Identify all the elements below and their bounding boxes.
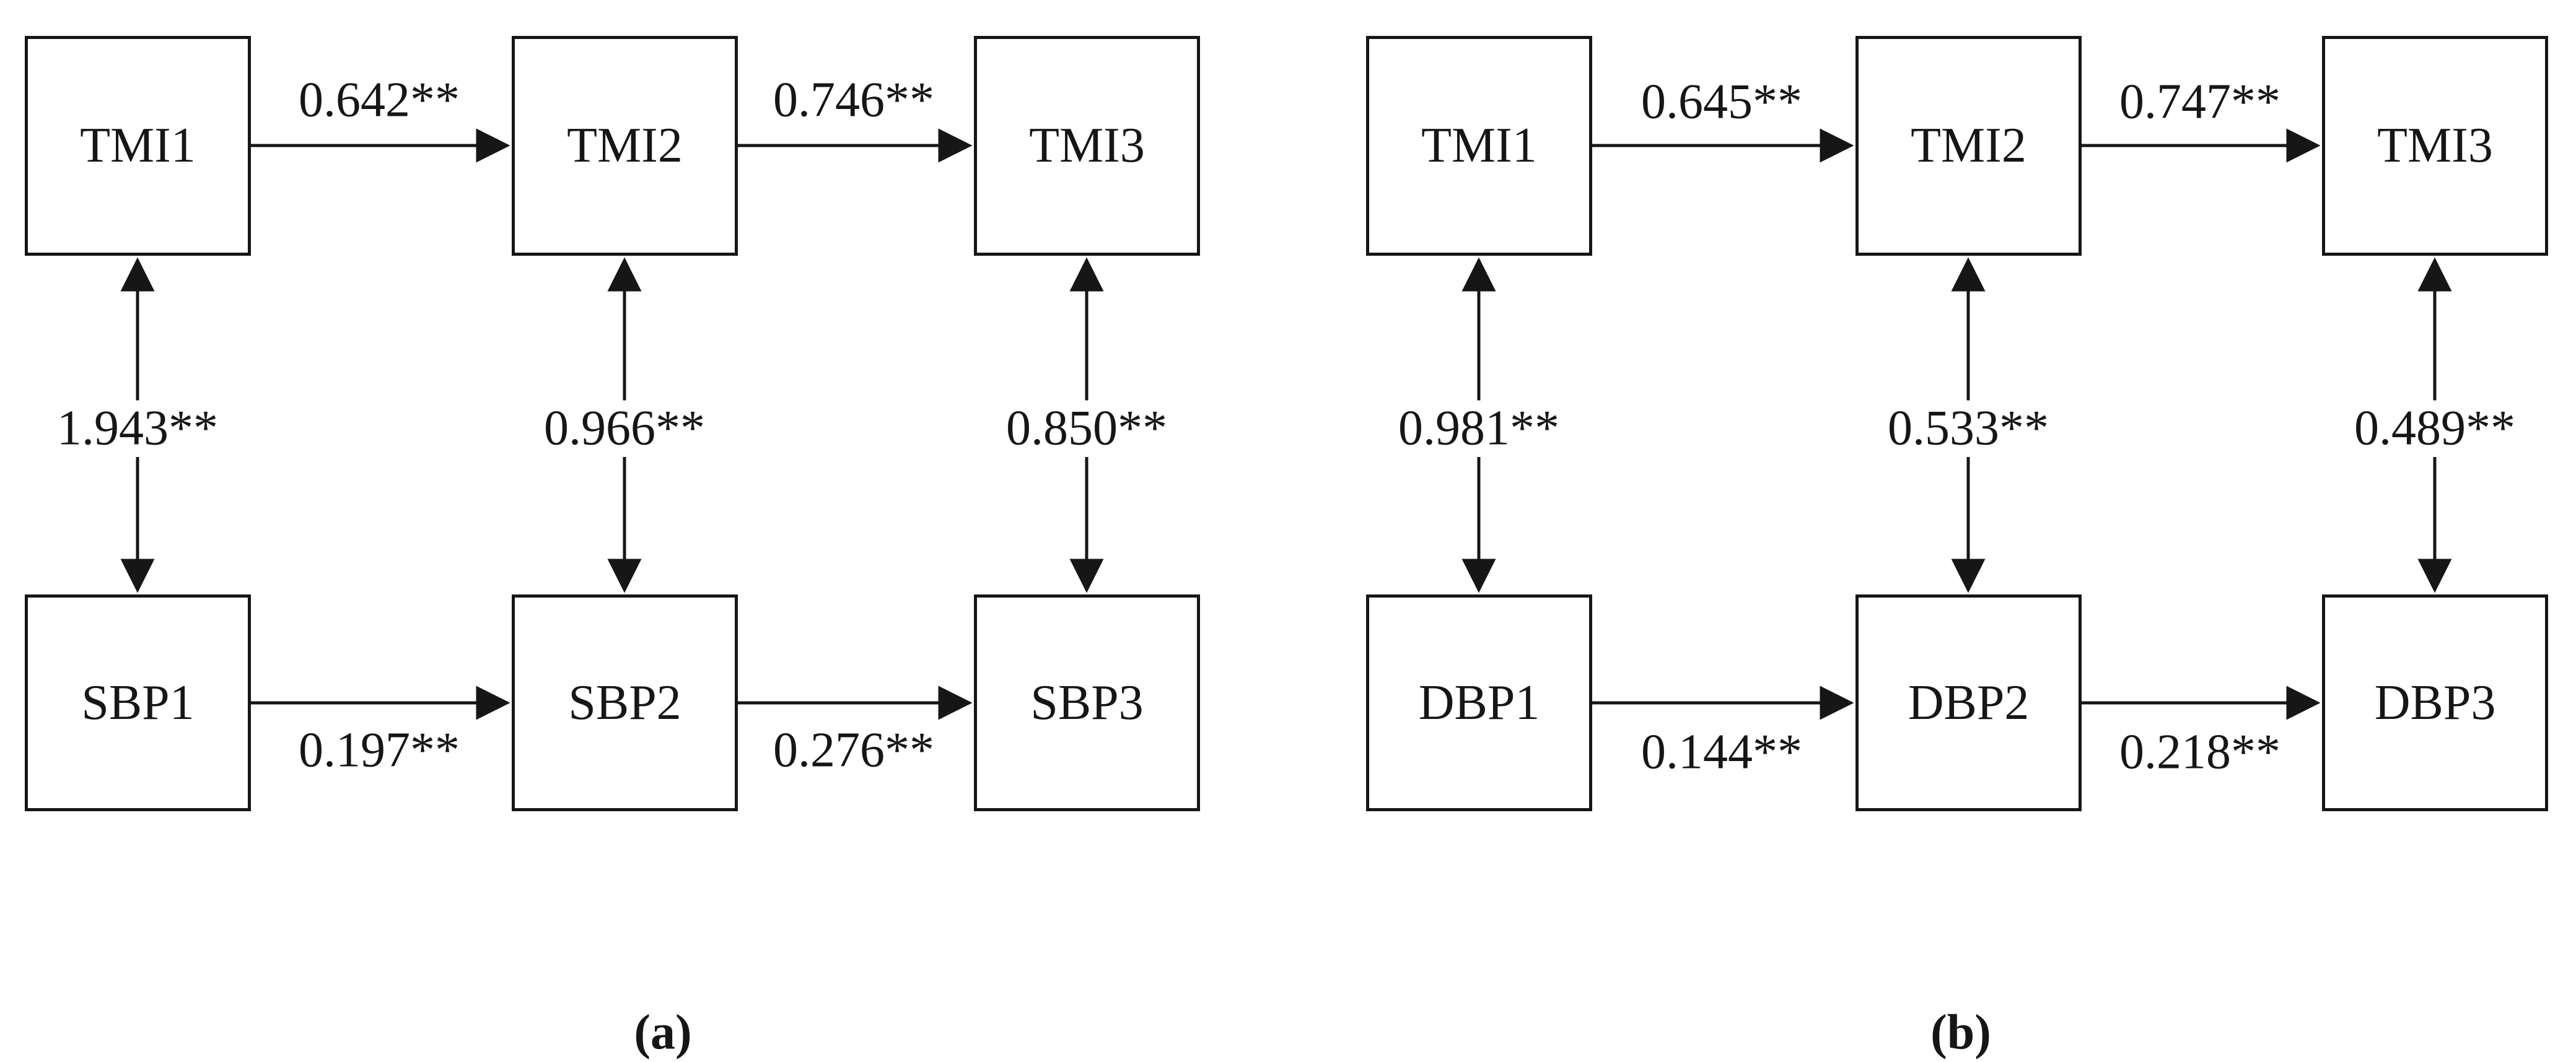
coef-a-cross2: 0.966**: [538, 400, 711, 457]
coef-a-sbp1-sbp2: 0.197**: [299, 723, 460, 778]
coef-b-cross2: 0.533**: [1882, 400, 2055, 457]
node-box-a-tmi2: TMI2: [512, 36, 738, 256]
coef-a-tmi1-tmi2: 0.642**: [299, 72, 460, 128]
coef-b-tmi2-tmi3: 0.747**: [2119, 74, 2280, 129]
coef-b-dbp1-dbp2: 0.144**: [1641, 725, 1802, 780]
coef-a-sbp2-sbp3: 0.276**: [773, 723, 934, 778]
panel-a-caption: (a): [634, 1005, 692, 1060]
node-box-a-sbp2: SBP2: [512, 594, 738, 811]
coef-a-tmi2-tmi3: 0.746**: [773, 72, 934, 128]
coef-b-tmi1-tmi2: 0.645**: [1641, 74, 1802, 129]
coef-a-cross1: 1.943**: [51, 400, 224, 457]
node-box-a-tmi3: TMI3: [974, 36, 1200, 256]
node-box-b-tmi2: TMI2: [1855, 36, 2082, 256]
node-box-b-tmi1: TMI1: [1366, 36, 1592, 256]
coef-b-cross3: 0.489**: [2348, 400, 2521, 457]
node-box-b-dbp1: DBP1: [1366, 594, 1592, 811]
node-box-a-sbp1: SBP1: [25, 594, 251, 811]
coef-b-cross1: 0.981**: [1392, 400, 1566, 457]
coef-a-cross3: 0.850**: [1000, 400, 1173, 457]
node-box-b-dbp3: DBP3: [2322, 594, 2548, 811]
node-box-a-tmi1: TMI1: [25, 36, 251, 256]
panel-b-caption: (b): [1930, 1005, 1991, 1060]
coef-b-dbp2-dbp3: 0.218**: [2119, 725, 2280, 780]
node-box-a-sbp3: SBP3: [974, 594, 1200, 811]
node-box-b-tmi3: TMI3: [2322, 36, 2548, 256]
node-box-b-dbp2: DBP2: [1855, 594, 2082, 811]
